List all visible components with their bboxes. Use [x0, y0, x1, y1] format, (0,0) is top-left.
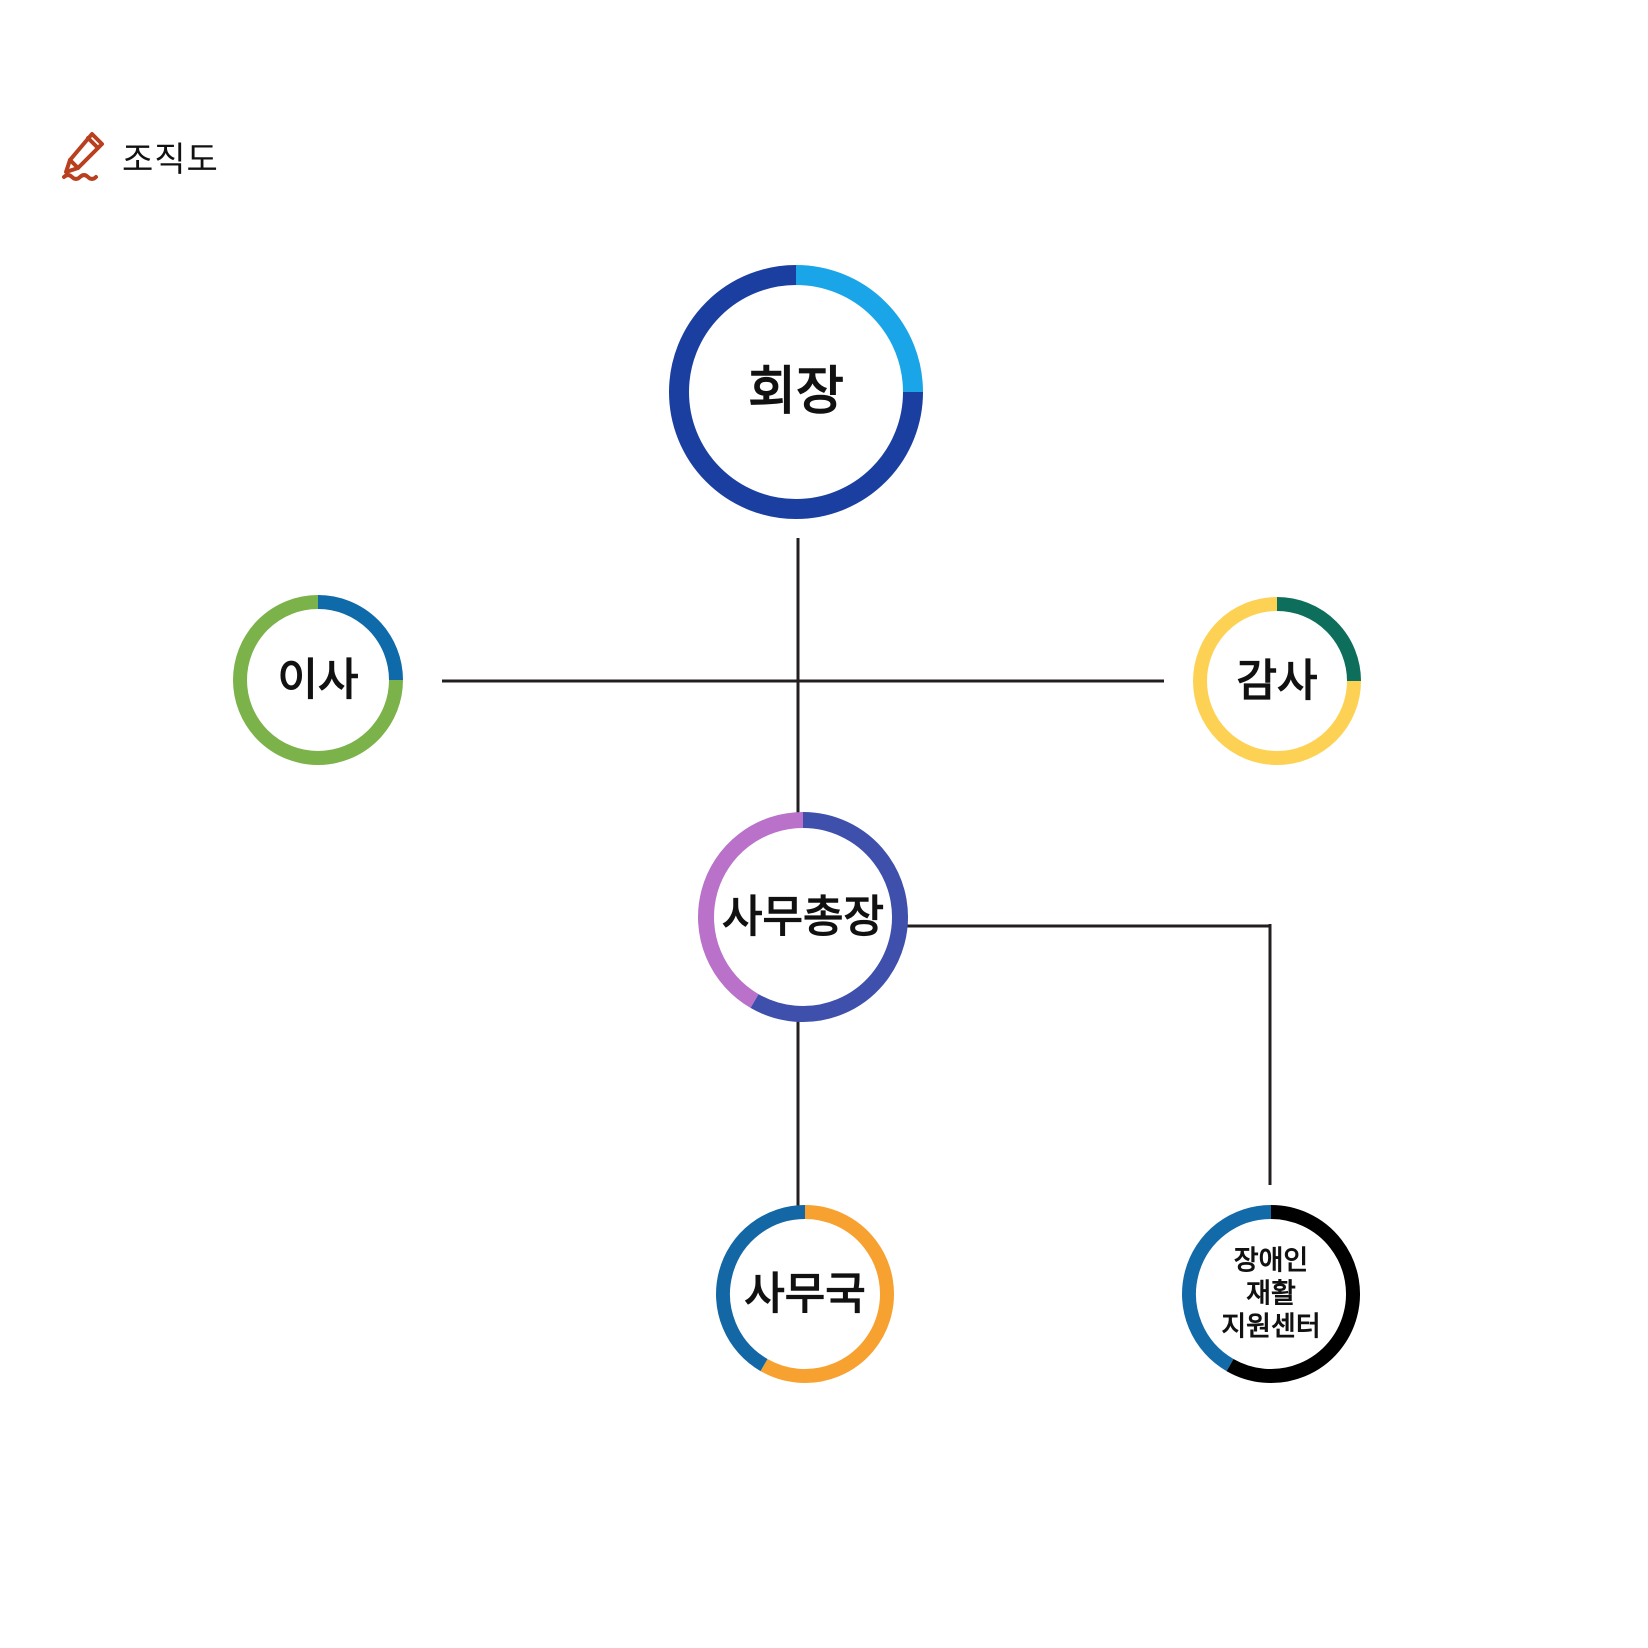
node-rehab-center-label: 지원센터 [1221, 1311, 1320, 1342]
node-chairman-label: 회장 [748, 362, 844, 422]
node-director-fill [240, 602, 396, 758]
node-auditor-ring-accent [1276, 597, 1361, 682]
node-secretariat-fill [723, 1212, 887, 1376]
node-auditor-label: 감사 [1237, 656, 1318, 707]
node-chairman: 회장 [669, 265, 923, 519]
node-secretary-general-ring-accent [750, 812, 908, 1022]
node-secretariat-label: 사무국 [744, 1269, 865, 1320]
node-rehab-center-label: 장애인 [1234, 1246, 1309, 1277]
page-title: 조직도 [122, 139, 219, 180]
header: 조직도 [62, 128, 219, 184]
node-secretary-general: 사무총장 [698, 812, 908, 1022]
node-director-label: 이사 [278, 655, 359, 706]
node-rehab-center-ring-main [1182, 1205, 1272, 1372]
node-director: 이사 [233, 595, 403, 765]
node-rehab-center-ring-accent [1226, 1205, 1360, 1383]
node-director-ring-accent [317, 595, 403, 681]
connectors [442, 538, 1272, 1210]
node-chairman-fill [679, 275, 913, 509]
node-secretariat-ring-accent [760, 1205, 894, 1383]
node-secretary-general-fill [706, 820, 900, 1014]
node-chairman-ring-main [669, 265, 923, 519]
node-director-ring-main [233, 595, 403, 765]
node-secretary-general-ring-main [698, 812, 804, 1008]
node-auditor-ring-main [1193, 597, 1361, 765]
node-secretariat: 사무국 [716, 1205, 894, 1383]
node-rehab-center-fill [1189, 1212, 1353, 1376]
node-auditor-fill [1200, 604, 1354, 758]
node-secretariat-ring-main [716, 1205, 806, 1372]
node-secretary-general-label: 사무총장 [722, 892, 884, 943]
node-chairman-ring-accent [795, 265, 923, 393]
node-rehab-center-label: 재활 [1246, 1279, 1296, 1310]
pencil-icon [62, 132, 104, 181]
node-auditor: 감사 [1193, 597, 1361, 765]
